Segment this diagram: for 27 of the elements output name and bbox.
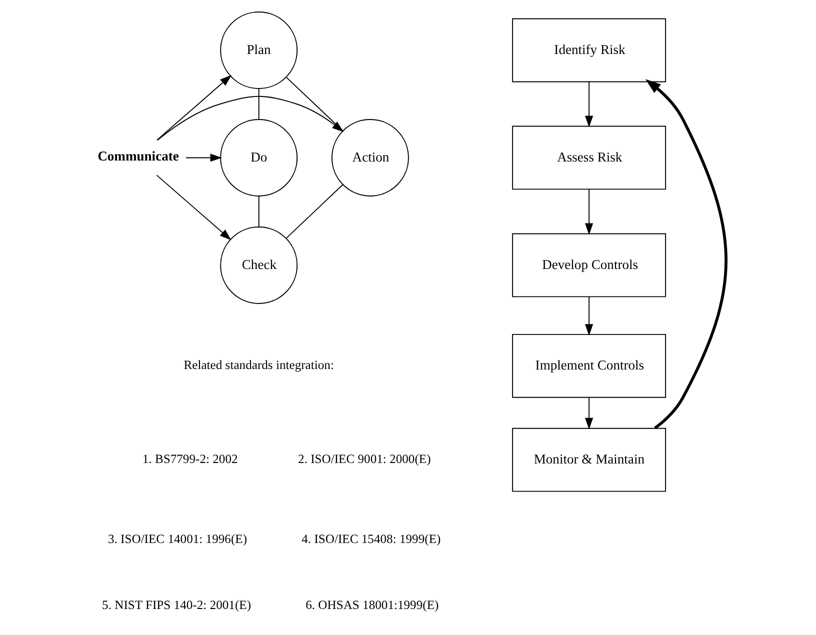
arrow bbox=[584, 397, 594, 430]
node-box: Identify Risk bbox=[512, 18, 666, 82]
arrow bbox=[156, 75, 232, 141]
arrow bbox=[584, 81, 594, 128]
arrow bbox=[186, 154, 222, 162]
label: Related standards integration: bbox=[184, 358, 334, 372]
label: 1. BS7799-2: 2002 bbox=[142, 452, 238, 466]
connector bbox=[258, 88, 260, 120]
connector bbox=[286, 184, 344, 239]
node-circle: Do bbox=[220, 119, 298, 196]
arrow bbox=[584, 296, 594, 336]
node-box: Monitor & Maintain bbox=[512, 428, 666, 492]
arrow bbox=[645, 79, 728, 430]
arrow bbox=[156, 96, 344, 141]
label: 2. ISO/IEC 9001: 2000(E) bbox=[298, 452, 431, 466]
arrow bbox=[156, 174, 232, 240]
node-box: Implement Controls bbox=[512, 334, 666, 398]
label: 6. OHSAS 18001:1999(E) bbox=[306, 598, 439, 612]
node-box: Develop Controls bbox=[512, 233, 666, 298]
arrow bbox=[584, 188, 594, 235]
label: 4. ISO/IEC 15408: 1999(E) bbox=[302, 532, 441, 546]
connector bbox=[258, 196, 260, 228]
label: 5. NIST FIPS 140-2: 2001(E) bbox=[102, 598, 252, 612]
node-box: Assess Risk bbox=[512, 126, 666, 190]
label: 3. ISO/IEC 14001: 1996(E) bbox=[108, 532, 248, 546]
connector bbox=[286, 76, 344, 132]
node-text: Communicate bbox=[98, 148, 179, 164]
